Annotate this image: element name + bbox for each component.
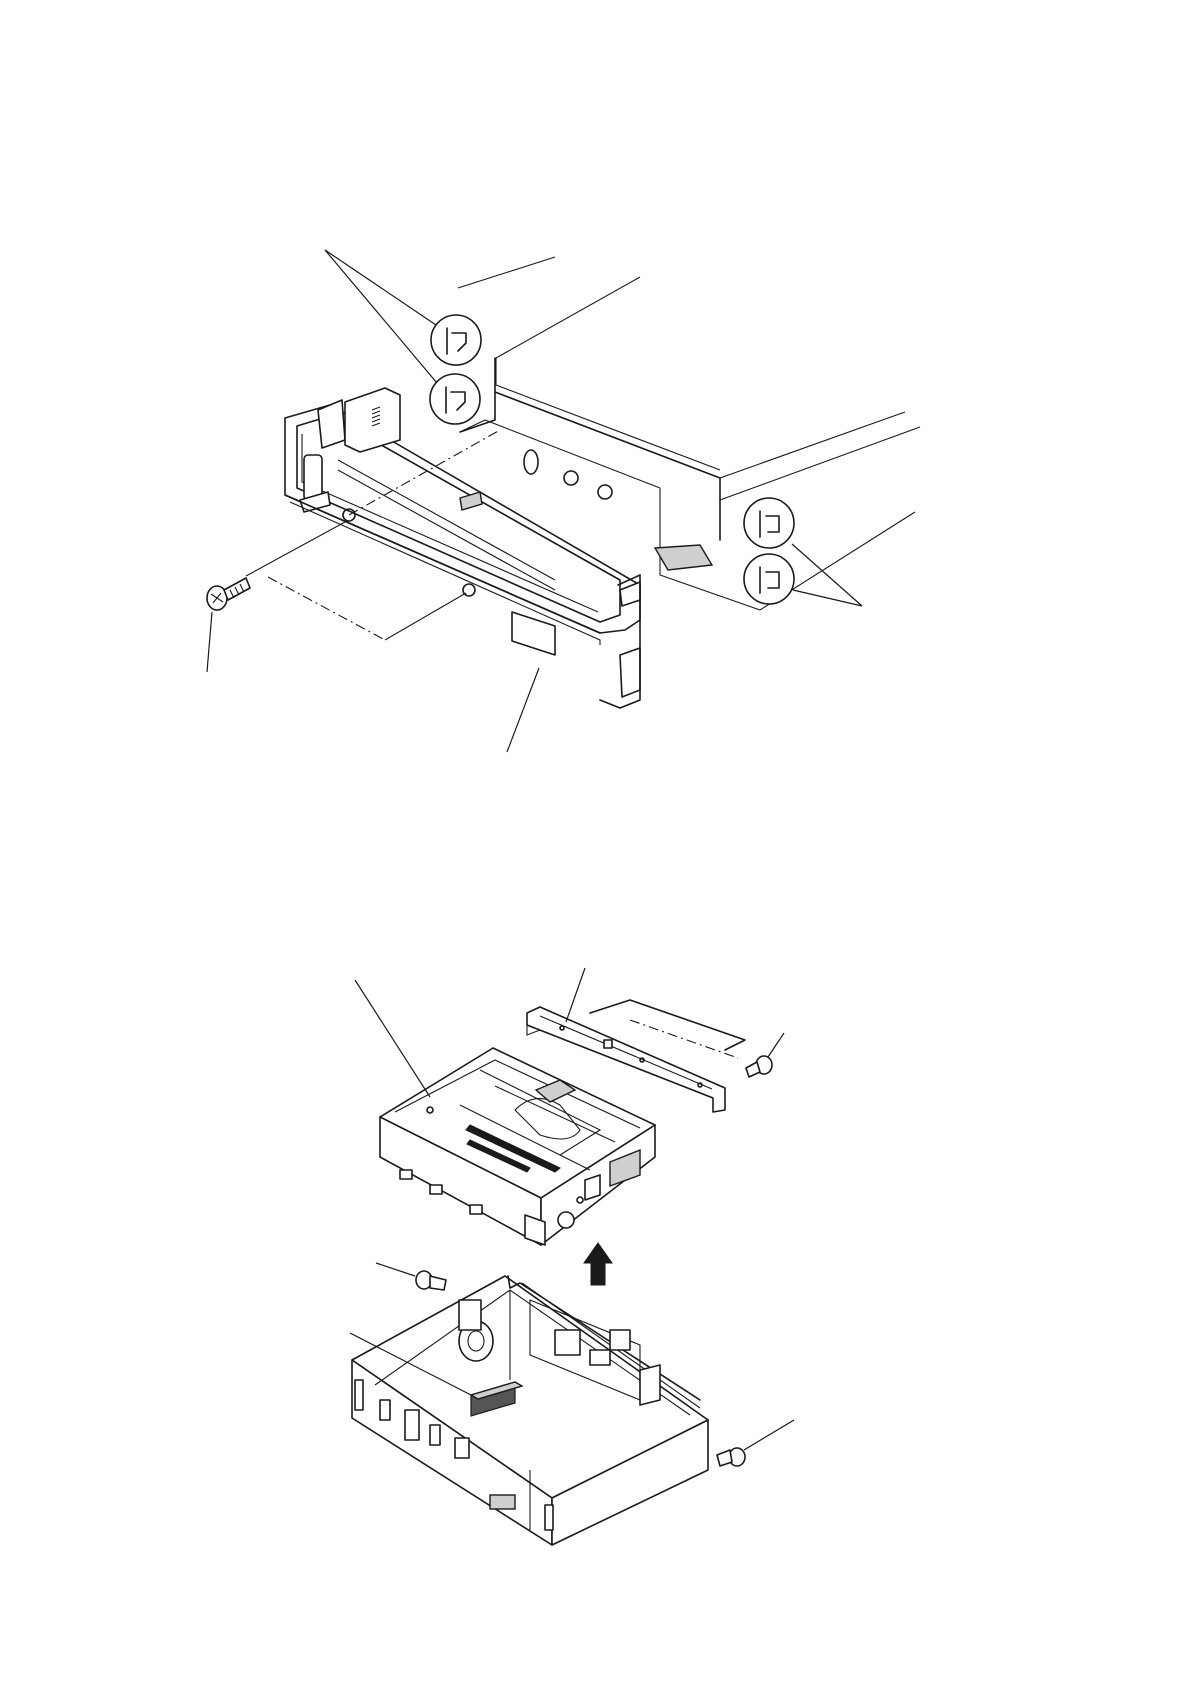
claw-right-upper [744, 498, 794, 548]
front-bracket [285, 388, 640, 708]
lift-arrow [584, 1243, 612, 1285]
chassis [352, 1276, 708, 1545]
cd-mechanism-removal-diagram [350, 968, 794, 1545]
screw-right [717, 1420, 794, 1466]
screw [207, 578, 250, 610]
claw-top-left-lower [430, 374, 480, 424]
bracket-leader [507, 668, 539, 752]
chassis-tab [655, 545, 712, 570]
claw-top-left-upper [431, 315, 481, 365]
bracket-spring-housing [345, 388, 400, 452]
chassis-hole [598, 485, 612, 499]
bracket-leader [566, 968, 585, 1022]
chassis-hole [564, 471, 578, 485]
claw-right-lower [744, 554, 794, 604]
cd-mechanism-block [355, 980, 655, 1245]
screw-top-right [746, 1033, 784, 1077]
bracket-label-plate [512, 612, 555, 655]
chassis-hole-oval [524, 450, 538, 474]
screw-leader [207, 612, 212, 672]
front-panel-removal-diagram [207, 250, 920, 752]
bracket-knob [304, 455, 322, 500]
screw-left [376, 1263, 446, 1290]
